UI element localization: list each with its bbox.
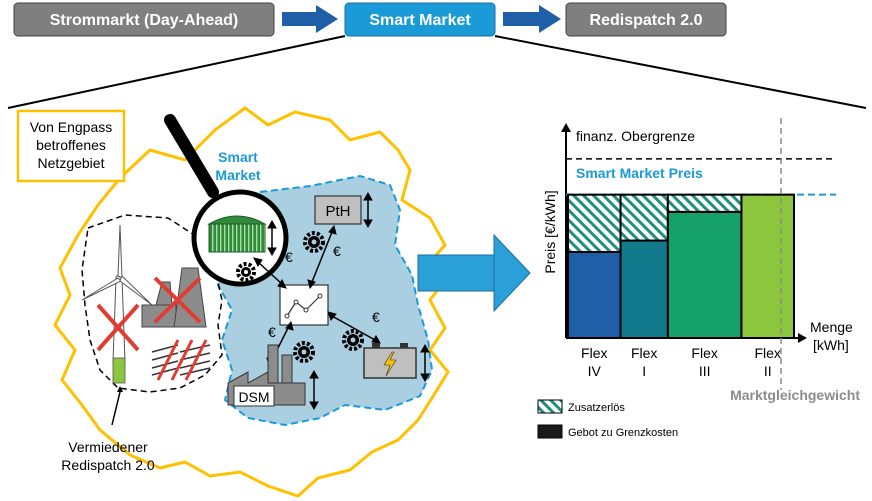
cross-icon-wind [96, 303, 140, 352]
exchange-arrow-pth [307, 224, 337, 290]
category-label-flex-ii-line-2: II [764, 363, 772, 379]
step-day-ahead-label: Strommarkt (Day-Ahead) [50, 12, 238, 29]
euro-symbol: € [285, 249, 293, 265]
flow-arrow-2 [503, 5, 561, 33]
category-label-flex-iii-line-2: III [699, 363, 711, 379]
wind-turbine-icon [81, 224, 153, 384]
x-axis-label-line-2: [kWh] [813, 337, 849, 353]
equilibrium-label: Marktgleichgewicht [730, 387, 860, 403]
updown-arrow-icon [363, 191, 373, 229]
avoided-redispatch-pointer [111, 386, 123, 426]
legend-swatch-extra-revenue [537, 399, 563, 414]
step-redispatch-box [565, 2, 727, 37]
bar-bid-flex-ii [740, 193, 795, 339]
dsm-label: DSM [238, 389, 269, 405]
grid-region: Von Engpass betroffenes Netzgebiet Smart… [16, 106, 450, 498]
engpass-label-box [16, 109, 126, 183]
y-axis-label: Preis [€/kWh] [542, 190, 558, 273]
exchange-arrow-storage [327, 311, 381, 344]
y-axis-arrow [561, 123, 571, 132]
flow-arrow-1 [282, 5, 338, 33]
engpass-label-line-2: betroffenes [36, 137, 106, 153]
gear-icon [303, 231, 325, 253]
category-label-flex-i-line-2: I [642, 363, 646, 379]
bar-extra-flex-i [619, 193, 669, 242]
updown-arrow-icon [309, 369, 319, 411]
gear-icon [342, 329, 364, 351]
engpass-label-line-1: Von Engpass [30, 119, 113, 135]
category-label-flex-iv-line-1: Flex [581, 345, 607, 361]
battery-icon [363, 343, 417, 379]
cross-icon-solar [156, 339, 208, 381]
zoom-line-right [494, 35, 867, 109]
x-axis-arrow [798, 333, 807, 343]
market-platform-icon [279, 284, 329, 326]
euro-symbol: € [268, 324, 276, 340]
merit-order-chart: finanz. Obergrenze Smart Market Preis Pr… [537, 118, 860, 439]
legend-label-marginal-bid: Gebot zu Grenzkosten [568, 427, 678, 439]
updown-arrow-icon [267, 219, 277, 257]
gear-icon [236, 262, 256, 282]
x-axis-label-line-1: Menge [810, 319, 853, 335]
category-label-flex-ii-line-1: Flex [754, 345, 780, 361]
big-arrow [417, 233, 531, 313]
zoom-line-left [7, 35, 346, 109]
pth-box [314, 195, 362, 225]
bar-extra-flex-iii [666, 193, 743, 213]
legend-label-extra-revenue: Zusatzerlös [568, 402, 625, 414]
smart-market-area-label-1: Smart [218, 149, 258, 165]
legend-swatch-marginal-bid [537, 424, 563, 439]
step-smart-market-box [344, 2, 496, 37]
category-label-flex-iv-line-2: IV [588, 363, 602, 379]
category-label-flex-i-line-1: Flex [631, 345, 657, 361]
euro-symbol: € [372, 309, 380, 325]
exchange-arrow-biogas [253, 257, 287, 289]
step-day-ahead-box [13, 2, 275, 37]
avoided-redispatch-label-1: Vermiedener [68, 439, 148, 455]
euro-symbol: € [333, 243, 341, 259]
dsm-box [233, 385, 275, 407]
updown-arrow-icon [420, 343, 430, 383]
step-redispatch-label: Redispatch 2.0 [590, 12, 703, 29]
step-smart-market-label: Smart Market [369, 12, 471, 29]
bar-bid-flex-iii [666, 210, 743, 339]
gear-icon [293, 341, 315, 363]
chart-bars [567, 193, 795, 340]
smart-price-label: Smart Market Preis [576, 165, 703, 181]
category-label-flex-iii-line-1: Flex [691, 345, 717, 361]
engpass-label-line-3: Netzgebiet [38, 155, 105, 171]
top-flow: Strommarkt (Day-Ahead) Smart Market Redi… [7, 2, 867, 109]
avoided-redispatch-label-2: Redispatch 2.0 [61, 457, 155, 473]
bar-bid-flex-i [619, 239, 669, 340]
smart-market-area-label-2: Market [215, 167, 260, 183]
biogas-plant-icon [207, 215, 267, 253]
pth-label: PtH [325, 203, 350, 220]
bar-extra-flex-iv [567, 193, 622, 254]
cross-icon-plant [153, 276, 202, 324]
bar-bid-flex-iv [567, 251, 622, 339]
upper-limit-label: finanz. Obergrenze [576, 128, 695, 144]
